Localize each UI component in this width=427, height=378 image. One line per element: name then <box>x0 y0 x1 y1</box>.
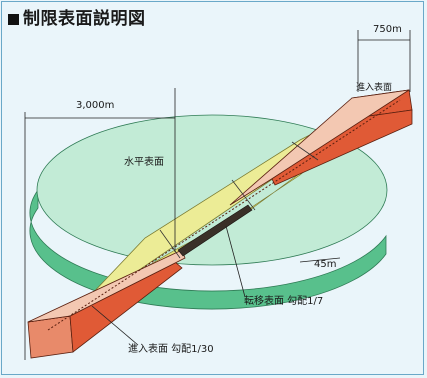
diagram-title: 制限表面説明図 <box>8 4 146 29</box>
transitional-leader <box>225 225 246 298</box>
width-label: 750m <box>373 24 402 35</box>
approach-surface-right-top <box>229 89 410 206</box>
section-line-mid <box>231 179 256 211</box>
approach-surface-left-end <box>27 315 74 359</box>
section-line-right <box>291 141 319 161</box>
height-label: 45m <box>314 259 337 270</box>
horizontal-surface-side <box>29 188 387 310</box>
title-square-icon <box>8 14 19 25</box>
approach-top-label: 進入表面 <box>356 83 393 93</box>
approach-bottom-label: 進入表面 勾配1/30 <box>128 344 214 355</box>
approach-surface-left-top-2 <box>27 249 186 323</box>
section-line-left <box>159 229 181 259</box>
runway-strip <box>177 204 253 257</box>
horizontal-surface-label: 水平表面 <box>124 157 164 168</box>
radius-label: 3,000m <box>76 100 115 111</box>
approach-bottom-leader <box>91 305 139 346</box>
height-dimension-line <box>299 257 341 263</box>
title-text: 制限表面説明図 <box>23 9 146 29</box>
transitional-label: 転移表面 勾配1/7 <box>244 296 324 307</box>
